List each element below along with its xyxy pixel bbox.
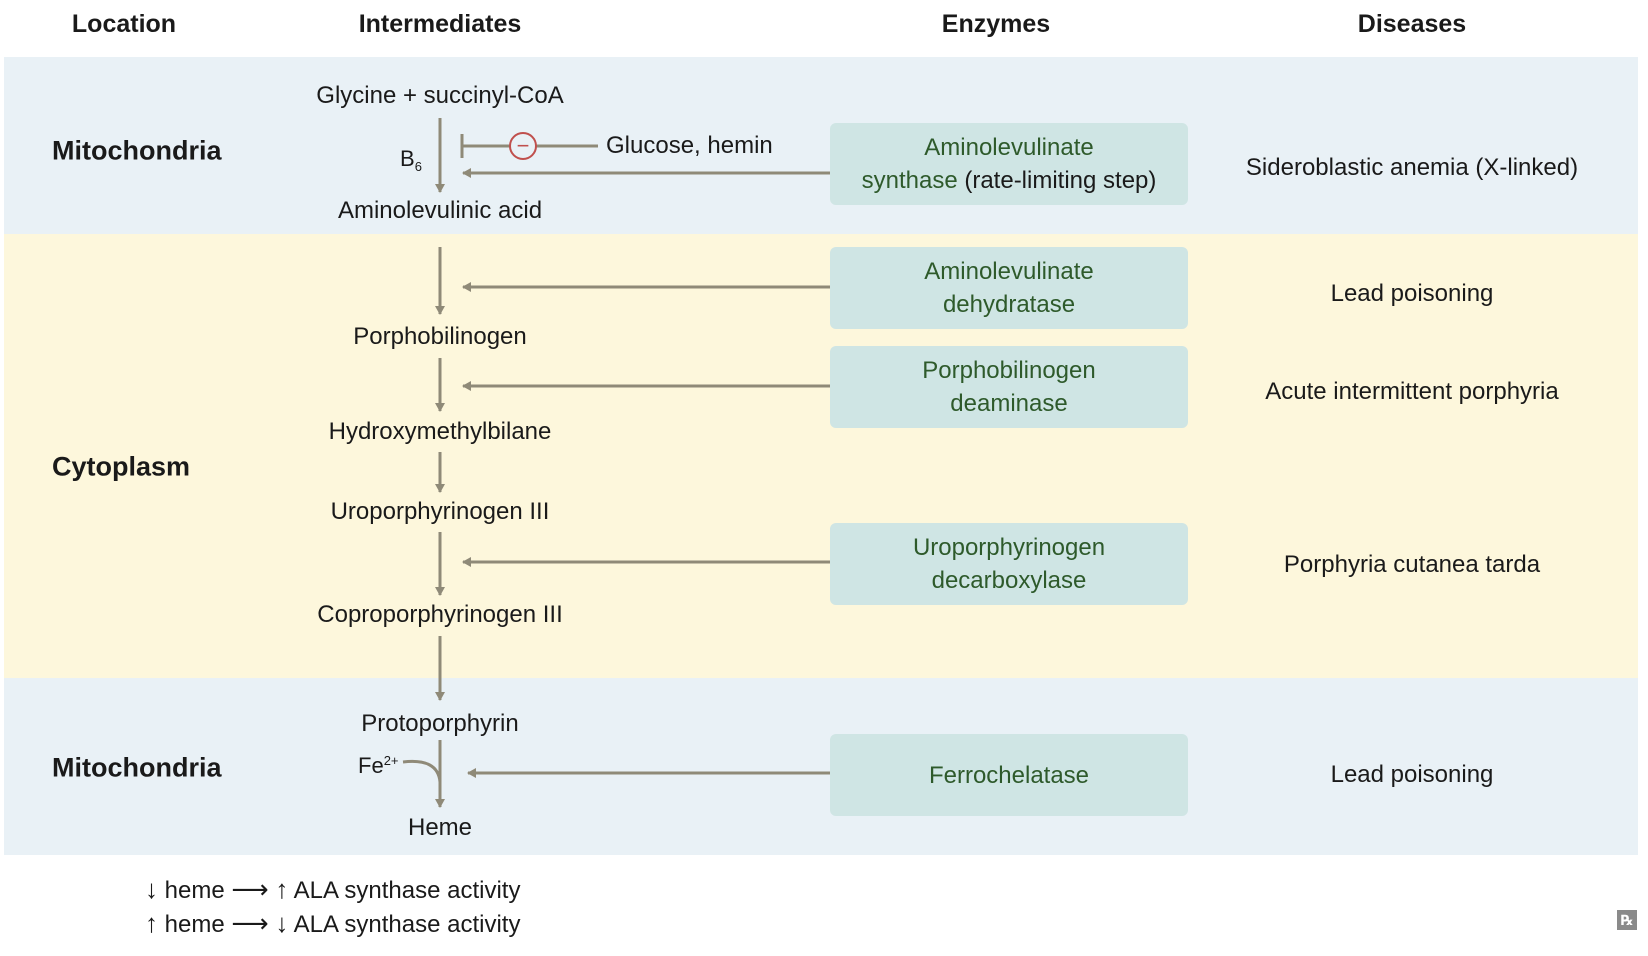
enzyme-aminolevulinate-dehydratase: Aminolevulinate dehydratase — [830, 247, 1188, 329]
intermediate-glycine-succinyl-coa: Glycine + succinyl-CoA — [316, 82, 564, 109]
enzyme-ferrochelatase: Ferrochelatase — [830, 734, 1188, 816]
rx-logo-icon: ℞ — [1617, 910, 1637, 930]
header-location: Location — [71, 10, 177, 38]
location-mitochondria-bottom: Mitochondria — [52, 752, 222, 783]
disease-lead-poisoning-2: Lead poisoning — [1330, 761, 1494, 788]
intermediate-aminolevulinic-acid: Aminolevulinic acid — [337, 197, 543, 224]
band-mitochondria-bottom — [4, 678, 1638, 855]
cofactor-fe2: Fe2+ — [358, 752, 399, 779]
location-cytoplasm: Cytoplasm — [52, 451, 191, 482]
enzyme-aminolevulinate-synthase: Aminolevulinate synthase (rate-limiting … — [830, 123, 1188, 205]
intermediate-uroporphyrinogen-iii: Uroporphyrinogen III — [330, 498, 550, 525]
enzyme-uroporphyrinogen-decarboxylase: Uroporphyrinogen decarboxylase — [830, 523, 1188, 605]
band-cytoplasm — [4, 234, 1638, 678]
intermediate-coproporphyrinogen-iii: Coproporphyrinogen III — [317, 601, 563, 628]
header-intermediates: Intermediates — [358, 10, 522, 38]
down-arrow-icon: ↓ — [275, 908, 289, 938]
intermediate-porphobilinogen: Porphobilinogen — [353, 323, 527, 350]
intermediate-heme: Heme — [407, 814, 473, 841]
disease-lead-poisoning-1: Lead poisoning — [1330, 280, 1494, 307]
location-mitochondria-top: Mitochondria — [52, 135, 222, 166]
inhibit-minus-icon: − — [517, 133, 530, 158]
enzyme-porphobilinogen-deaminase: Porphobilinogen deaminase — [830, 346, 1188, 428]
cofactor-b6: B6 — [400, 145, 422, 175]
inhibit-circle — [509, 132, 537, 160]
intermediate-protoporphyrin: Protoporphyrin — [361, 710, 519, 737]
right-arrow-icon: ⟶ — [231, 908, 269, 938]
band-mitochondria-top — [4, 57, 1638, 234]
fe-join-curve — [402, 759, 442, 783]
inhibitor-glucose-hemin: Glucose, hemin — [606, 132, 773, 159]
note-low-heme: ↓ heme ⟶ ↑ ALA synthase activity — [145, 874, 521, 904]
up-arrow-icon: ↑ — [145, 908, 158, 938]
disease-porphyria-cutanea-tarda: Porphyria cutanea tarda — [1283, 551, 1541, 578]
intermediate-hydroxymethylbilane: Hydroxymethylbilane — [328, 418, 552, 445]
note-high-heme: ↑ heme ⟶ ↓ ALA synthase activity — [145, 908, 521, 938]
up-arrow-icon: ↑ — [275, 874, 289, 904]
right-arrow-icon: ⟶ — [231, 874, 269, 904]
header-enzymes: Enzymes — [941, 10, 1051, 38]
down-arrow-icon: ↓ — [145, 874, 158, 904]
disease-acute-intermittent-porphyria: Acute intermittent porphyria — [1265, 378, 1559, 405]
disease-sideroblastic-anemia: Sideroblastic anemia (X-linked) — [1245, 154, 1579, 181]
header-diseases: Diseases — [1357, 10, 1467, 38]
